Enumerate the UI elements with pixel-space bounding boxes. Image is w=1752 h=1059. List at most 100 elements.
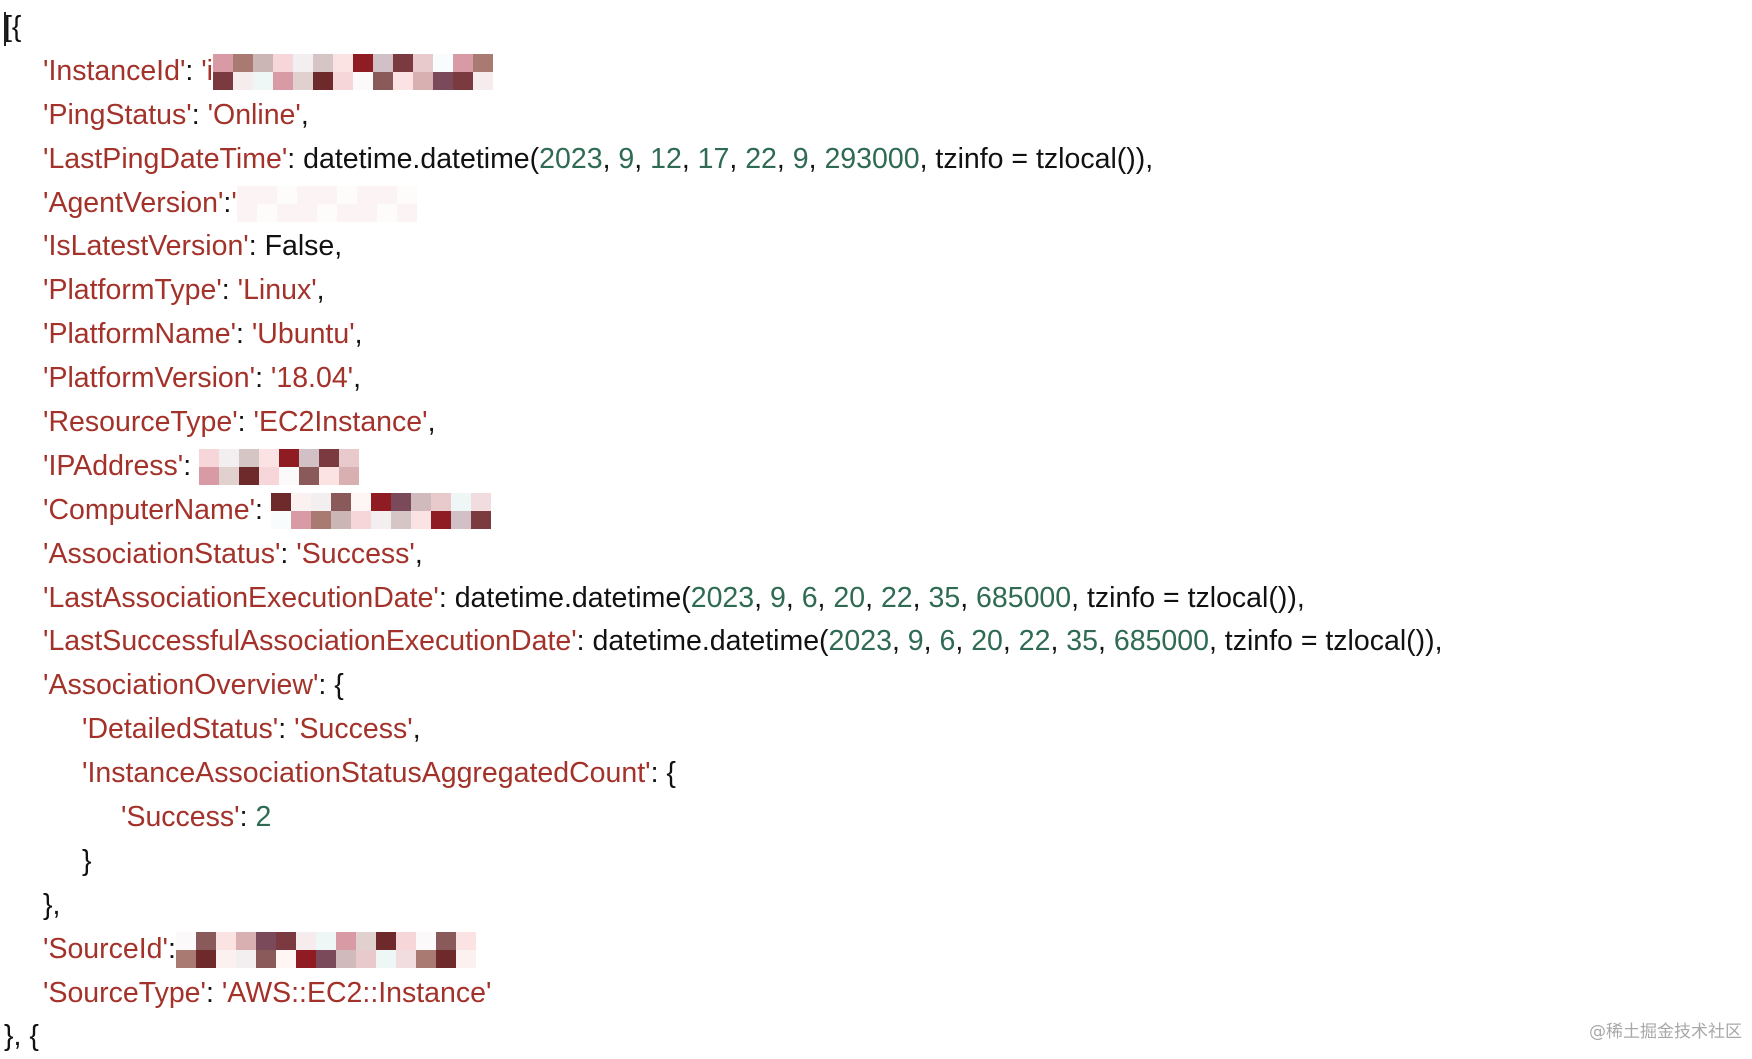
- string-literal: 'Online': [207, 98, 301, 131]
- code-line: 'PingStatus': 'Online',: [4, 94, 1443, 138]
- code-line: 'IPAddress':: [4, 445, 1443, 489]
- dict-key: 'ComputerName': [43, 493, 256, 526]
- string-literal: 'AWS::EC2::Instance': [221, 976, 492, 1009]
- redacted-value: [236, 186, 417, 223]
- redacted-value: [270, 493, 491, 530]
- number-literal: 22: [880, 581, 913, 614]
- code-text: , tzinfo = tzlocal()),: [919, 142, 1154, 175]
- code-line: 'PlatformName': 'Ubuntu',: [4, 313, 1443, 357]
- code-line: 'AgentVersion':': [4, 182, 1443, 226]
- code-text: [{: [4, 11, 22, 43]
- code-text: ,: [1002, 625, 1019, 658]
- code-text: :: [280, 537, 297, 570]
- code-view[interactable]: [{ 'InstanceId': 'i'PingStatus': 'Online'…: [4, 6, 1443, 1059]
- code-text: :: [183, 449, 200, 482]
- dict-key: 'InstanceAssociationStatusAggregatedCoun…: [82, 757, 651, 790]
- code-text: :: [237, 406, 254, 439]
- code-line: }: [4, 840, 1443, 884]
- code-text: ,: [960, 581, 977, 614]
- number-literal: 6: [939, 625, 956, 658]
- code-text: :: [205, 976, 222, 1009]
- dict-key: 'PlatformType': [43, 274, 222, 307]
- code-text: ,: [754, 581, 770, 614]
- code-line: 'IsLatestVersion': False,: [4, 225, 1443, 269]
- code-text: :: [191, 98, 208, 131]
- code-line: 'ResourceType': 'EC2Instance',: [4, 401, 1443, 445]
- code-text: : {: [318, 669, 344, 702]
- code-text: ,: [414, 537, 423, 570]
- dict-key: 'SourceId': [43, 932, 168, 965]
- number-literal: 20: [833, 581, 866, 614]
- watermark: @稀土掘金技术社区: [1589, 1022, 1742, 1042]
- code-text: :: [221, 274, 238, 307]
- code-text: : False,: [248, 230, 343, 263]
- dict-key: 'LastSuccessfulAssociationExecutionDate': [43, 625, 577, 658]
- code-text: :: [278, 713, 295, 746]
- code-line: 'Success': 2: [4, 796, 1443, 840]
- number-literal: 9: [792, 142, 809, 175]
- code-line: 'PlatformType': 'Linux',: [4, 269, 1443, 313]
- code-text: },: [43, 888, 61, 921]
- string-literal: 'EC2Instance': [253, 406, 428, 439]
- string-literal: 'Linux': [237, 274, 317, 307]
- number-literal: 9: [907, 625, 924, 658]
- code-line: 'DetailedStatus': 'Success',: [4, 708, 1443, 752]
- code-text: ,: [300, 98, 309, 131]
- number-literal: 20: [971, 625, 1003, 658]
- number-literal: 9: [618, 142, 635, 175]
- code-text: ,: [354, 318, 363, 351]
- code-text: ,: [923, 625, 940, 658]
- code-text: :: [255, 362, 271, 395]
- dict-key: 'AgentVersion': [43, 186, 224, 219]
- code-line: [{: [4, 6, 1443, 50]
- dict-key: 'IsLatestVersion': [43, 230, 249, 263]
- code-text: ,: [776, 142, 793, 175]
- code-line: 'SourceId':: [4, 928, 1443, 972]
- string-literal: ': [231, 186, 237, 219]
- code-text: , tzinfo = tzlocal()),: [1208, 625, 1443, 658]
- dict-key: 'PlatformName': [43, 318, 237, 351]
- redacted-value: [175, 932, 476, 969]
- code-text: ,: [912, 581, 929, 614]
- dict-key: 'AssociationOverview': [43, 669, 319, 702]
- code-line: 'SourceType': 'AWS::EC2::Instance': [4, 972, 1443, 1016]
- dict-key: 'AssociationStatus': [43, 537, 281, 570]
- number-literal: 12: [650, 142, 682, 175]
- code-text: ,: [427, 406, 436, 439]
- code-text: ,: [729, 142, 746, 175]
- code-line: 'PlatformVersion': '18.04',: [4, 357, 1443, 401]
- code-text: : {: [650, 757, 676, 790]
- code-text: : datetime.datetime(: [438, 581, 691, 614]
- code-line: }, {: [4, 1015, 1443, 1059]
- number-literal: 35: [928, 581, 961, 614]
- number-literal: 22: [745, 142, 777, 175]
- code-line: 'InstanceId': 'i: [4, 50, 1443, 94]
- code-line: 'InstanceAssociationStatusAggregatedCoun…: [4, 752, 1443, 796]
- code-text: :: [236, 318, 252, 351]
- code-line: },: [4, 884, 1443, 928]
- number-literal: 17: [697, 142, 730, 175]
- dict-key: 'Success': [121, 801, 240, 834]
- number-literal: 22: [1018, 625, 1051, 658]
- number-literal: 293000: [824, 142, 920, 175]
- code-text: :: [255, 493, 271, 526]
- code-text: : datetime.datetime(: [287, 142, 540, 175]
- string-literal: 'Success': [296, 537, 415, 570]
- string-literal: 'Ubuntu': [251, 318, 355, 351]
- code-text: }, {: [4, 1020, 39, 1053]
- code-line: 'AssociationStatus': 'Success',: [4, 533, 1443, 577]
- code-text: :: [223, 186, 232, 219]
- code-text: ,: [412, 713, 421, 746]
- code-text: ,: [681, 142, 698, 175]
- redacted-value: [199, 449, 374, 486]
- string-literal: '18.04': [270, 362, 354, 395]
- number-literal: 2023: [828, 625, 892, 658]
- number-literal: 685000: [1113, 625, 1209, 658]
- code-text: ,: [817, 581, 834, 614]
- redacted-value: [213, 54, 494, 91]
- dict-key: 'LastAssociationExecutionDate': [43, 581, 439, 614]
- code-text: : datetime.datetime(: [576, 625, 829, 658]
- code-text: ,: [634, 142, 651, 175]
- code-text: ,: [353, 362, 362, 395]
- text-cursor: [4, 12, 6, 46]
